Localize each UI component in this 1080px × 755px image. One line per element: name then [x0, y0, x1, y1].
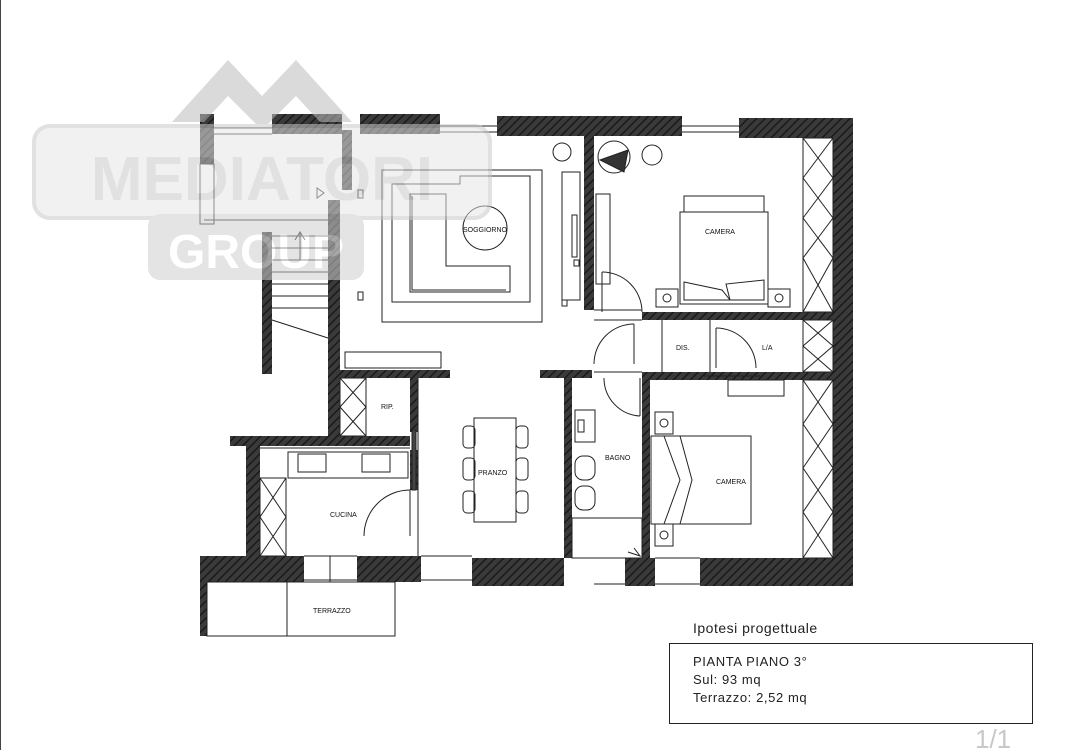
doors: [363, 271, 785, 537]
wall-segment: [564, 372, 572, 558]
nightstand: [654, 523, 674, 547]
label-soggiorno: SOGGIORNO: [463, 227, 508, 234]
label-camera-2: CAMERA: [716, 479, 746, 486]
info-box: PIANTA PIANO 3° Sul: 93 mq Terrazzo: 2,5…: [669, 643, 1033, 724]
watermark-line1: MEDIATORI: [91, 145, 433, 214]
wall-segment: [497, 116, 682, 136]
wardrobe-camera-2: [802, 379, 834, 559]
page-number: 1/1: [975, 724, 1012, 754]
wardrobe-rip: [339, 377, 367, 437]
wall-segment: [200, 556, 304, 582]
toilet: [574, 455, 596, 481]
wall-segment: [230, 436, 410, 446]
label-rip: RIP.: [381, 404, 394, 411]
sink: [574, 409, 596, 443]
lamp: [552, 142, 572, 162]
nightstand: [767, 288, 791, 308]
wall-segment: [584, 136, 594, 310]
wall-segment: [739, 118, 853, 138]
wall-segment: [642, 380, 650, 560]
wardrobe-la: [802, 319, 834, 373]
bidet: [574, 485, 596, 511]
wall-segment: [833, 118, 853, 586]
nightstand: [655, 288, 679, 308]
wardrobe-cucina: [259, 477, 287, 557]
kitchen-counter: [287, 451, 409, 479]
shelf: [727, 379, 785, 397]
label-terrazzo: TERRAZZO: [313, 608, 351, 615]
info-sul: Sul: 93 mq: [693, 672, 762, 687]
label-la: L/A: [762, 345, 773, 352]
wall-segment: [625, 558, 655, 586]
wall-segment: [410, 372, 418, 432]
door-dis: [593, 323, 635, 365]
other-furniture: [287, 409, 752, 582]
wall-segment: [357, 556, 421, 582]
plan-subtitle: Ipotesi progettuale: [693, 620, 818, 636]
wall-segment: [540, 370, 592, 378]
label-pranzo: PRANZO: [478, 470, 508, 477]
label-dis: DIS.: [676, 345, 690, 352]
watermark-logo: MEDIATORI GROUP: [32, 60, 492, 280]
wall-segment: [340, 370, 450, 378]
mountain-icon: [172, 60, 352, 130]
door-cucina: [363, 489, 411, 537]
wall-segment: [472, 558, 564, 586]
shower: [571, 517, 643, 559]
wall-segment: [200, 556, 207, 636]
nightstand: [654, 411, 674, 435]
wardrobes: [259, 137, 834, 559]
wall-segment: [642, 312, 833, 320]
bed: [679, 211, 769, 305]
wall-segment: [246, 438, 260, 558]
wardrobe-camera-1: [802, 137, 834, 313]
page-border: [0, 0, 1, 750]
camera-1-furniture: [595, 140, 791, 308]
watermark-line2: GROUP: [168, 226, 344, 279]
room-labels: SOGGIORNO CAMERA DIS. L/A RIP. PRANZO BA…: [313, 227, 773, 615]
label-bagno: BAGNO: [605, 455, 631, 462]
wall-segment: [262, 232, 272, 374]
label-camera-1: CAMERA: [705, 229, 735, 236]
armchair: [597, 140, 631, 174]
desk: [595, 193, 611, 285]
info-title: PIANTA PIANO 3°: [693, 654, 808, 669]
door-bagno: [603, 377, 641, 417]
door-camera-1: [601, 271, 643, 313]
tv-unit: [561, 171, 581, 301]
wall-segment: [700, 558, 853, 586]
label-cucina: CUCINA: [330, 512, 357, 519]
console: [344, 351, 442, 369]
door-la: [715, 327, 757, 369]
info-terrazzo: Terrazzo: 2,52 mq: [693, 690, 808, 705]
bed-2: [650, 435, 752, 525]
